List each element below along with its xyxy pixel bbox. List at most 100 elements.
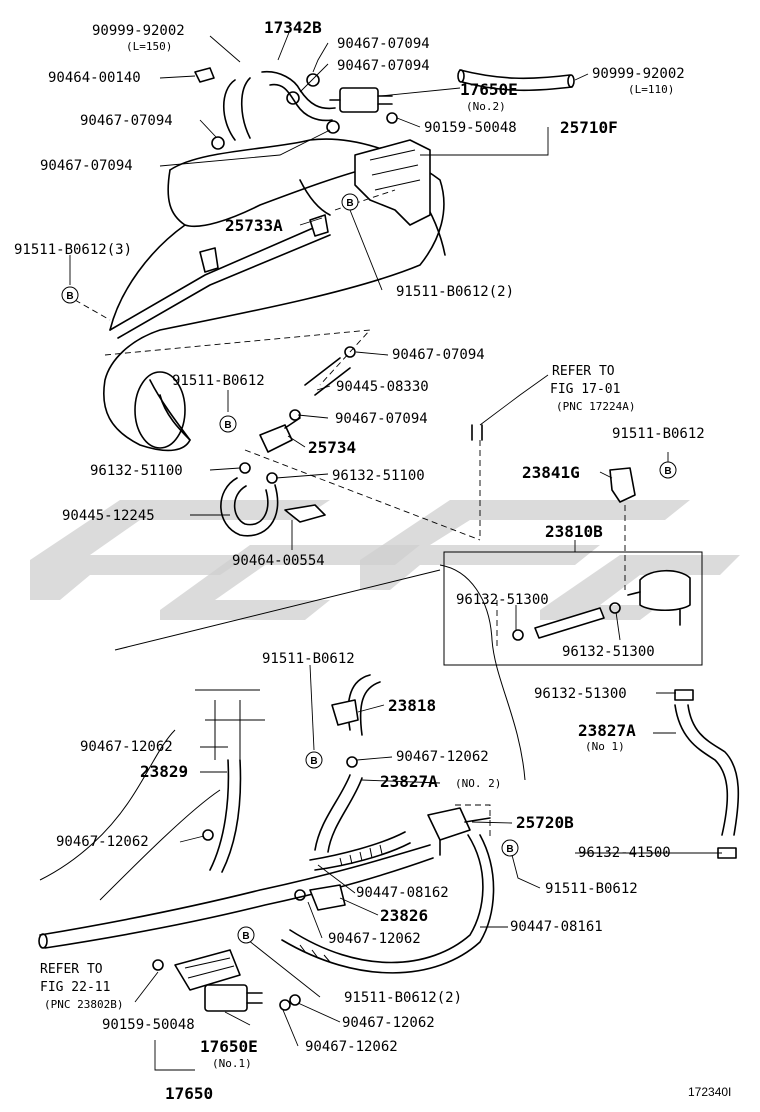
label-96132-51100-b: 96132-51100 <box>332 468 425 484</box>
vsv-bracket-top <box>354 139 431 226</box>
label-no2: (No.2) <box>466 100 506 113</box>
callout-b-marker-2: B <box>61 286 79 304</box>
label-90467-12062-f: 90467-12062 <box>305 1039 398 1055</box>
svg-text:B: B <box>310 756 317 767</box>
transmission-outline <box>39 689 265 901</box>
label-90467-07094-f: 90467-07094 <box>335 411 428 427</box>
hose-box <box>512 602 621 641</box>
label-23818: 23818 <box>388 696 436 715</box>
callout-b-marker-5: B <box>305 751 323 769</box>
label-96132-51100-a: 96132-51100 <box>90 463 183 479</box>
svg-text:B: B <box>224 420 231 431</box>
hose-90445-12245 <box>220 477 279 537</box>
label-len-150: (L=150) <box>126 40 172 53</box>
hose-23827a-no1 <box>674 689 740 859</box>
engine-outline-line <box>114 569 441 651</box>
label-23841g: 23841G <box>522 463 580 482</box>
label-25720b: 25720B <box>516 813 574 832</box>
hose-90445-08330 <box>304 357 351 396</box>
label-91511-b0612-b: 91511-B0612 <box>612 426 705 442</box>
label-17650e-top: 17650E <box>460 80 518 99</box>
label-23810b: 23810B <box>545 522 603 541</box>
vacuum-pipe-main <box>38 844 434 949</box>
label-90159-50048-bot: 90159-50048 <box>102 1017 195 1033</box>
label-91511-b0612-a: 91511-B0612 <box>172 373 265 389</box>
bracket-23841g <box>609 467 636 503</box>
label-90467-07094-c: 90467-07094 <box>80 113 173 129</box>
dash-line-mid <box>244 449 481 541</box>
connector-23826 <box>309 884 346 911</box>
hose-23818 <box>331 674 381 736</box>
label-90159-50048-top: 90159-50048 <box>424 120 517 136</box>
ref-fig-17-01-line3: (PNC 17224A) <box>556 400 635 413</box>
label-23829: 23829 <box>140 762 188 781</box>
pipe-stub-ref <box>471 424 483 441</box>
wire-harness-25733a <box>109 214 331 339</box>
label-96132-51300-c: 96132-51300 <box>534 686 627 702</box>
label-91511-b0612-d: 91511-B0612 <box>545 881 638 897</box>
callout-b-marker-4: B <box>659 461 677 479</box>
label-91511-b0612-3: 91511-B0612(3) <box>14 242 132 258</box>
label-91511-b0612-2-bot: 91511-B0612(2) <box>344 990 462 1006</box>
dash-25720b <box>455 804 491 840</box>
svg-text:B: B <box>242 931 249 942</box>
label-17650: 17650 <box>165 1084 213 1103</box>
label-25734: 25734 <box>308 438 356 457</box>
callout-b-marker-3: B <box>219 415 237 433</box>
label-90467-12062-e: 90467-12062 <box>342 1015 435 1031</box>
label-90464-00140: 90464-00140 <box>48 70 141 86</box>
bolt-90159-50048-bottom <box>152 959 164 971</box>
engine-outline-curve <box>439 564 526 781</box>
label-90447-08161: 90447-08161 <box>510 919 603 935</box>
label-90999-92002-a: 90999-92002 <box>92 23 185 39</box>
figure-id: 172340I <box>688 1085 731 1099</box>
callout-b-marker-1: B <box>341 193 359 211</box>
label-17342b: 17342B <box>264 18 322 37</box>
label-23827a-no1: 23827A <box>578 721 636 740</box>
leader-lines <box>69 29 722 1071</box>
label-90464-00554: 90464-00554 <box>232 553 325 569</box>
svg-text:B: B <box>66 291 73 302</box>
ref-fig-17-01-line1: REFER TO <box>552 364 615 379</box>
ref-fig-22-11-line1: REFER TO <box>40 962 103 977</box>
label-25733a: 25733A <box>225 216 283 235</box>
label-90467-07094-b: 90467-07094 <box>337 58 430 74</box>
label-96132-51300-b: 96132-51300 <box>562 644 655 660</box>
hose-23829 <box>209 759 242 873</box>
label-23827a-no2: 23827A <box>380 772 438 791</box>
label-90467-07094-a: 90467-07094 <box>337 36 430 52</box>
label-90467-07094-e: 90467-07094 <box>392 347 485 363</box>
hose-90447-08161 <box>281 834 495 974</box>
label-25710f: 25710F <box>560 118 618 137</box>
bracket-bottom <box>174 949 241 991</box>
label-91511-b0612-c: 91511-B0612 <box>262 651 355 667</box>
vsv-23810b <box>627 569 691 626</box>
vsv-17650e-no1 <box>204 984 263 1012</box>
intake-manifold <box>103 138 446 452</box>
bracket-25734 <box>259 417 301 453</box>
dash-line-top-3 <box>74 299 111 321</box>
hose-90447-08162 <box>309 831 411 871</box>
label-no1: (No 1) <box>585 740 625 753</box>
vsv-17650e-no2 <box>329 87 393 113</box>
label-no2-b: (NO. 2) <box>455 777 501 790</box>
hose-23827a-no2 <box>314 774 363 853</box>
label-23826: 23826 <box>380 906 428 925</box>
label-90445-08330: 90445-08330 <box>336 379 429 395</box>
callout-b-marker-7: B <box>237 926 255 944</box>
ref-fig-17-01-line2: FIG 17-01 <box>550 382 620 397</box>
svg-text:B: B <box>346 198 353 209</box>
watermark-logo <box>30 500 740 620</box>
label-17650e-bot: 17650E <box>200 1037 258 1056</box>
vacuum-hose-top <box>223 69 575 141</box>
clamps-96132-51100 <box>239 462 278 484</box>
dash-line-top-1 <box>104 329 372 386</box>
label-91511-b0612-2-top: 91511-B0612(2) <box>396 284 514 300</box>
label-90467-12062-d: 90467-12062 <box>328 931 421 947</box>
label-90467-12062-a: 90467-12062 <box>80 739 173 755</box>
label-90467-07094-d: 90467-07094 <box>40 158 133 174</box>
clamp-90464-00140 <box>194 67 215 83</box>
callout-b-marker-6: B <box>501 839 519 857</box>
label-len-110: (L=110) <box>628 83 674 96</box>
